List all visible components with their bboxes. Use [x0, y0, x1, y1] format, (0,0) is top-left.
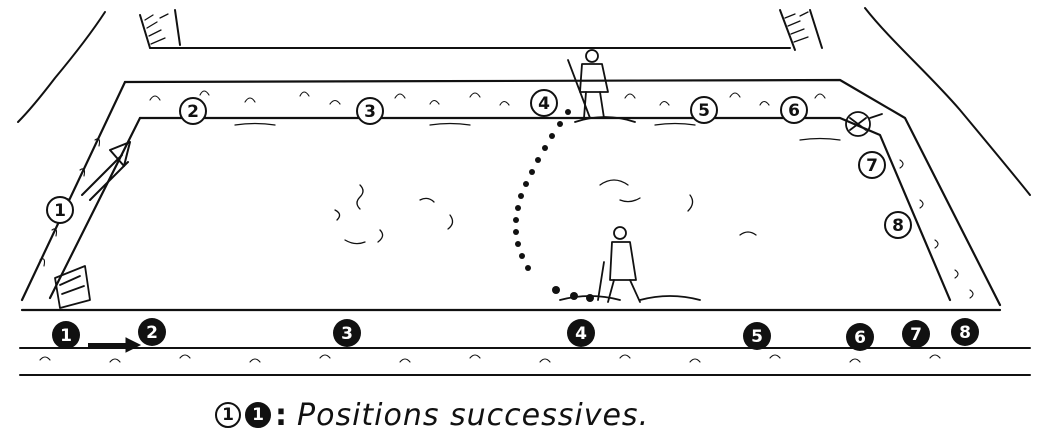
svg-text:3: 3: [364, 102, 376, 122]
svg-text:8: 8: [959, 323, 971, 343]
pond-position-6: 6: [781, 97, 807, 123]
pond-position-7: 7: [859, 152, 885, 178]
legend-filled-marker: 1: [245, 402, 271, 428]
bank-texture: [40, 355, 940, 362]
water-ripples: [235, 124, 840, 244]
svg-text:1: 1: [54, 201, 66, 221]
pond-position-4: 4: [531, 90, 557, 116]
bank-position-6: 6: [846, 323, 874, 351]
dike-texture: [40, 91, 973, 298]
legend-open-marker: 1: [215, 402, 241, 428]
bank-position-5: 5: [743, 322, 771, 350]
bank-arrow-icon: [88, 338, 140, 352]
pond-position-5: 5: [691, 97, 717, 123]
pond-position-1: 1: [47, 197, 73, 223]
svg-text:6: 6: [854, 328, 866, 348]
trajectory-dots: [513, 109, 571, 271]
legend-colon: :: [275, 398, 287, 433]
top-corner-hatching: [145, 12, 808, 44]
pond-outline: [22, 80, 1000, 310]
bank-position-4: 4: [567, 319, 595, 347]
person-pond-icon: [560, 227, 700, 302]
bank-position-2: 2: [138, 318, 166, 346]
svg-text:4: 4: [575, 324, 587, 344]
bank-position-1: 1: [52, 321, 80, 349]
bank-road: [20, 348, 1030, 375]
person-top-icon: [568, 50, 635, 122]
svg-text:6: 6: [788, 101, 800, 121]
svg-text:1: 1: [60, 326, 72, 346]
bank-position-3: 3: [333, 319, 361, 347]
svg-text:8: 8: [892, 216, 904, 236]
legend-text: Positions successives.: [297, 398, 649, 433]
bank-position-markers: 1 2 3 4 5 6 7 8: [52, 318, 979, 351]
basket-left-icon: [55, 266, 90, 308]
pond-dots: [552, 286, 594, 302]
pond-position-3: 3: [357, 98, 383, 124]
svg-text:2: 2: [146, 323, 158, 343]
bank-position-7: 7: [902, 320, 930, 348]
svg-text:5: 5: [751, 327, 763, 347]
pond-position-2: 2: [180, 98, 206, 124]
svg-text:5: 5: [698, 101, 710, 121]
svg-text:4: 4: [538, 94, 550, 114]
svg-text:7: 7: [866, 156, 878, 176]
legend: 1 1 : Positions successives.: [215, 393, 649, 437]
svg-text:3: 3: [341, 324, 353, 344]
pond-position-markers: 1 2 3 4 5 6 7 8: [47, 90, 911, 238]
pond-position-8: 8: [885, 212, 911, 238]
svg-text:2: 2: [187, 102, 199, 122]
svg-text:7: 7: [910, 325, 922, 345]
bank-position-8: 8: [951, 318, 979, 346]
